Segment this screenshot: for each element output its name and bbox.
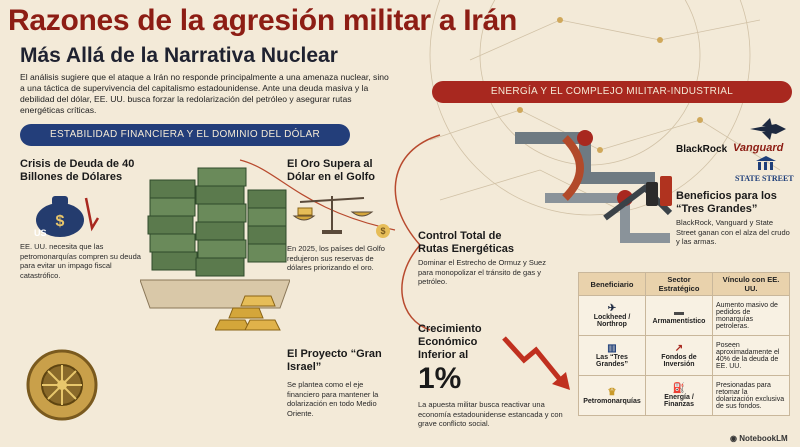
big-three-text: BlackRock, Vanguard y State Street ganan… — [676, 218, 790, 246]
money-bag-icon: $ US — [26, 188, 100, 238]
growth-heading: Crecimiento Económico Inferior al — [418, 323, 482, 361]
energy-routes-text: Dominar el Estrecho de Ormuz y Suez para… — [418, 258, 546, 286]
vanguard-logo: Vanguard — [733, 142, 784, 154]
fighter-jet-icon: ✈ — [607, 303, 617, 314]
energy-routes-heading: Control Total de Rutas Energéticas — [418, 230, 514, 255]
vault-door-icon — [22, 345, 102, 425]
table-row: ✈ Lockheed / Northrop ▬ Armamentístico A… — [578, 295, 790, 336]
building-icon: ▥ — [607, 343, 617, 354]
growth-value: 1% — [418, 362, 462, 395]
svg-text:$: $ — [56, 213, 65, 230]
table-header-beneficiary: Beneficiario — [578, 272, 646, 296]
oil-pump-icon: ⛽ — [672, 383, 686, 394]
blackrock-logo: BlackRock — [676, 144, 728, 155]
balance-scale-icon — [290, 190, 375, 235]
table-row: ▥ Las “Tres Grandes” ↗ Fondos de Inversi… — [578, 335, 790, 376]
fighter-jet-icon — [748, 118, 788, 140]
falling-arrow-icon — [500, 330, 575, 395]
statestreet-building-icon — [756, 156, 776, 172]
table-cell-link: Aumento masivo de pedidos de monarquías … — [712, 295, 790, 336]
table-row: ♛ Petromonarquías ⛽ Energía / Finanzas P… — [578, 375, 790, 416]
table-cell-sector: ▬ Armamentístico — [645, 295, 713, 336]
dollar-coin-icon: $ — [376, 224, 390, 238]
debt-crisis-heading: Crisis de Deuda de 40 Billones de Dólare… — [20, 158, 135, 183]
table-cell-link: Presionadas para retomar la dolarización… — [712, 375, 790, 416]
big-three-heading: Beneficios para los “Tres Grandes” — [676, 190, 777, 215]
svg-text:US: US — [34, 228, 47, 238]
table-header-sector: Sector Estratégico — [645, 272, 713, 296]
pipeline-illustration — [505, 118, 675, 268]
notebooklm-icon: ◉ — [730, 434, 740, 443]
gold-beats-dollar-text: En 2025, los países del Golfo redujeron … — [287, 244, 385, 272]
crown-icon: ♛ — [607, 386, 617, 398]
tank-icon: ▬ — [674, 306, 684, 318]
table-cell-sector: ↗ Fondos de Inversión — [645, 335, 713, 376]
table-header-link: Vínculo con EE. UU. — [712, 272, 790, 296]
page-title: Razones de la agresión militar a Irán — [8, 4, 518, 37]
table-cell-sector: ⛽ Energía / Finanzas — [645, 375, 713, 416]
table-cell-link: Poseen aproximadamente el 40% de la deud… — [712, 335, 790, 376]
notebooklm-brand: ◉ NotebookLM — [730, 434, 788, 443]
page-subtitle: Más Allá de la Narrativa Nuclear — [20, 44, 338, 67]
financial-stability-banner: ESTABILIDAD FINANCIERA Y EL DOMINIO DEL … — [20, 124, 350, 146]
intro-paragraph: El análisis sugiere que el ataque a Irán… — [20, 72, 389, 115]
gold-bars-illustration — [214, 290, 290, 340]
greater-israel-heading: El Proyecto “Gran Israel” — [287, 348, 382, 373]
money-stack-illustration — [139, 160, 291, 310]
table-cell-who: ♛ Petromonarquías — [578, 375, 646, 416]
oil-barrels-icon — [644, 170, 674, 210]
gold-beats-dollar-heading: El Oro Supera al Dólar en el Golfo — [287, 158, 376, 183]
greater-israel-text: Se plantea como el eje financiero para m… — [287, 380, 379, 418]
growth-text: La apuesta militar busca reactivar una e… — [418, 400, 563, 428]
rising-chart-icon: ↗ — [674, 343, 684, 354]
table-header-row: Beneficiario Sector Estratégico Vínculo … — [578, 272, 790, 296]
table-cell-who: ✈ Lockheed / Northrop — [578, 295, 646, 336]
statestreet-logo: STATE STREET — [735, 174, 794, 183]
table-cell-who: ▥ Las “Tres Grandes” — [578, 335, 646, 376]
beneficiaries-table: Beneficiario Sector Estratégico Vínculo … — [578, 272, 790, 416]
energy-military-banner: ENERGÍA Y EL COMPLEJO MILITAR-INDUSTRIAL — [432, 81, 792, 103]
debt-crisis-text: EE. UU. necesita que las petromonarquías… — [20, 242, 141, 280]
